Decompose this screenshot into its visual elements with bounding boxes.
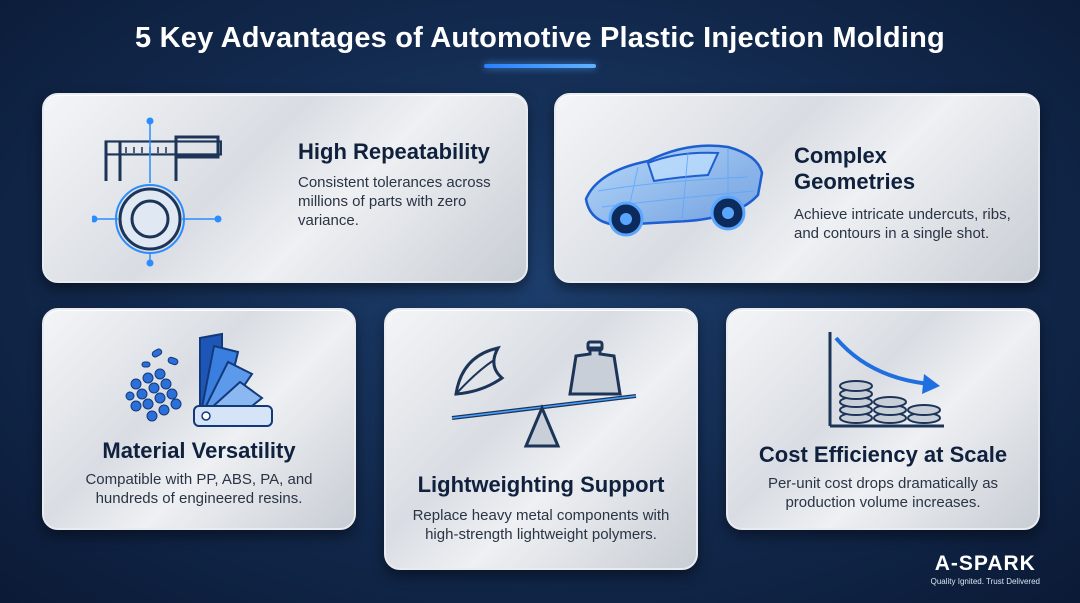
card-description: Replace heavy metal components with high… bbox=[412, 507, 670, 543]
card-description: Per-unit cost drops dramatically as prod… bbox=[767, 475, 999, 511]
card-heading: Complex Geometries bbox=[794, 143, 916, 194]
title-underline bbox=[484, 64, 596, 68]
balance-scale-icon bbox=[451, 340, 637, 448]
card-heading: High Repeatability bbox=[298, 139, 490, 164]
car-wireframe-icon bbox=[584, 144, 764, 237]
card-heading: Cost Efficiency at Scale bbox=[758, 442, 1008, 467]
card-lightweighting-support: Lightweighting Support Replace heavy met… bbox=[384, 308, 698, 570]
card-complex-geometries: Complex Geometries Achieve intricate und… bbox=[554, 93, 1040, 283]
brand-name: A-SPARK bbox=[934, 552, 1036, 575]
card-high-repeatability: High Repeatability Consistent tolerances… bbox=[42, 93, 528, 283]
card-description: Compatible with PP, ABS, PA, and hundred… bbox=[85, 471, 313, 507]
caliper-icon bbox=[92, 117, 222, 267]
card-heading: Lightweighting Support bbox=[417, 472, 665, 497]
resin-swatch-icon bbox=[125, 332, 273, 427]
card-material-versatility: Material Versatility Compatible with PP,… bbox=[42, 308, 356, 530]
brand-tagline: Quality Ignited. Trust Delivered bbox=[930, 577, 1040, 586]
card-description: Consistent tolerances across millions of… bbox=[298, 174, 491, 229]
brand-logo: A-SPARK Quality Ignited. Trust Delivered bbox=[931, 552, 1040, 586]
card-heading: Material Versatility bbox=[102, 438, 296, 463]
card-cost-efficiency: Cost Efficiency at Scale Per-unit cost d… bbox=[726, 308, 1040, 530]
page-title: 5 Key Advantages of Automotive Plastic I… bbox=[135, 22, 945, 54]
card-description: Achieve intricate undercuts, ribs, and c… bbox=[794, 206, 1011, 242]
cost-chart-icon bbox=[828, 332, 944, 428]
